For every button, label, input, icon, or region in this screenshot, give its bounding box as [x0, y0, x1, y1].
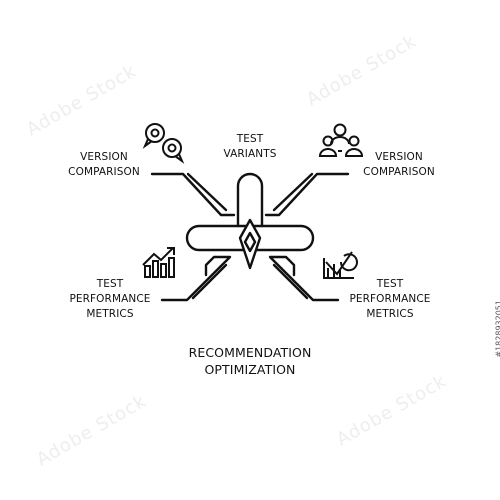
label-line: VARIANTS	[223, 148, 277, 160]
connector-bottom-right	[268, 255, 340, 302]
bar-chart-growth-icon	[142, 247, 175, 278]
horizontal-capsule	[185, 224, 315, 252]
connector-top-right-inner	[272, 172, 314, 212]
connector-top-left-inner	[186, 172, 228, 212]
label-version-comparison-left: VERSION COMPARISON	[58, 150, 150, 180]
label-line: TEST	[236, 133, 264, 145]
label-line: TEST	[96, 278, 124, 290]
label-line: PERFORMANCE	[349, 293, 431, 305]
label-test-performance-metrics-left: TEST PERFORMANCE METRICS	[56, 277, 164, 322]
label-line: VERSION	[80, 151, 128, 163]
label-line: COMPARISON	[68, 166, 140, 178]
chat-bubbles-icon	[142, 123, 185, 164]
vertical-capsule	[236, 172, 264, 228]
label-test-performance-metrics-right: TEST PERFORMANCE METRICS	[336, 277, 444, 322]
diamond-outer	[238, 218, 262, 270]
connector-top-right	[264, 172, 350, 217]
label-line: METRICS	[86, 308, 134, 320]
stock-id: #1828932051	[495, 300, 500, 358]
connector-top-left	[150, 172, 236, 217]
diamond-icon	[243, 231, 257, 253]
checked-chart-icon	[323, 251, 358, 279]
diagram-title: RECOMMENDATION OPTIMIZATION	[150, 344, 350, 378]
connector-bottom-left-inner	[191, 263, 228, 300]
label-line: METRICS	[366, 308, 414, 320]
connector-bottom-right-inner	[272, 263, 309, 300]
label-version-comparison-right: VERSION COMPARISON	[352, 150, 446, 180]
connector-bottom-left	[160, 255, 232, 302]
title-line-1: RECOMMENDATION	[188, 345, 312, 360]
title-line-2: OPTIMIZATION	[204, 362, 296, 377]
label-line: VERSION	[375, 151, 423, 163]
label-line: PERFORMANCE	[69, 293, 151, 305]
label-test-variants: TEST VARIANTS	[212, 132, 288, 162]
label-line: COMPARISON	[363, 166, 435, 178]
label-line: TEST	[376, 278, 404, 290]
team-icon	[318, 123, 364, 157]
